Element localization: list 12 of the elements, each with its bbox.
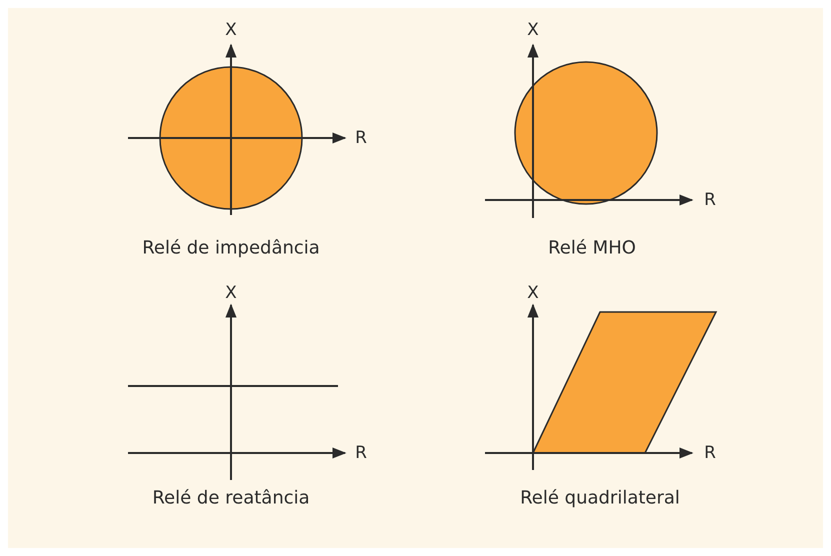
caption: Relé MHO [548, 238, 636, 258]
axis-label: R [355, 128, 367, 148]
axis-label: R [355, 443, 367, 463]
axis-label: X [225, 283, 237, 303]
caption: Relé quadrilateral [520, 488, 680, 508]
axis-label: X [527, 20, 539, 40]
axis-label: X [527, 283, 539, 303]
caption: Relé de reatância [152, 488, 310, 508]
axis-label: R [704, 190, 716, 210]
axis-label: X [225, 20, 237, 40]
caption: Relé de impedância [142, 238, 320, 258]
axis-label: R [704, 443, 716, 463]
